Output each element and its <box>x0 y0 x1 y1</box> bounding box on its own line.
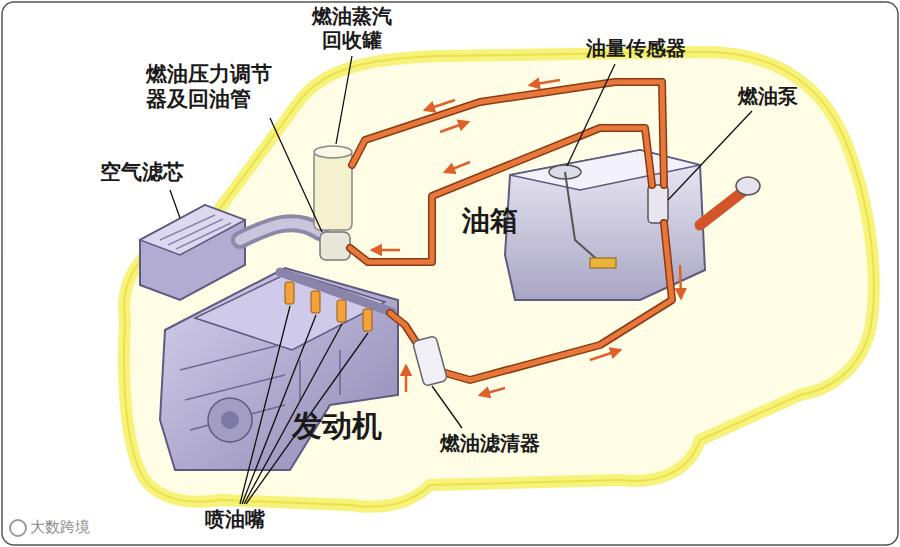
watermark: 大数跨境 <box>30 518 90 536</box>
flow-arrows <box>372 80 681 395</box>
part-label: 油量传感器 <box>586 36 686 60</box>
part-label: 燃油压力调节 器及回油管 <box>146 62 284 112</box>
car-outline-edge <box>124 52 874 507</box>
part-label: 空气滤芯 <box>100 160 184 185</box>
part-label: 燃油滤清器 <box>440 431 540 455</box>
fuel-lines <box>350 82 672 380</box>
leader-lines <box>170 56 752 504</box>
watermark-icon <box>10 520 26 536</box>
part-label: 油箱 <box>462 204 518 238</box>
fuel-rail <box>280 272 392 331</box>
part-label: 发动机 <box>292 408 382 444</box>
vapor-canister <box>314 146 352 230</box>
part-label: 喷油嘴 <box>205 507 265 531</box>
car-outline <box>124 52 874 507</box>
fuel-pump <box>648 185 668 223</box>
part-label: 燃油蒸汽 回收罐 <box>306 4 398 52</box>
fuel-filter <box>412 336 447 387</box>
part-label: 燃油泵 <box>738 84 798 108</box>
fuel-tank <box>505 150 705 300</box>
pressure-regulator <box>320 232 350 260</box>
